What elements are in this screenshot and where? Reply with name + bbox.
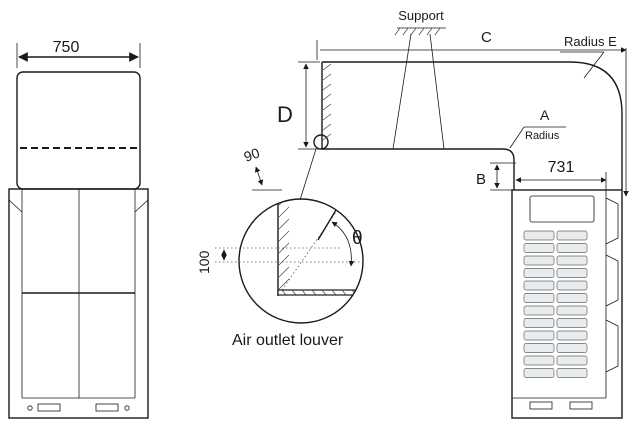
base-bolt <box>27 405 33 411</box>
louver-base-plate <box>277 289 363 296</box>
outlet-duct-hood <box>16 71 141 190</box>
grille-panel <box>556 293 588 303</box>
right-unit-side-view <box>511 189 623 419</box>
dim-90-label: 90 <box>242 144 262 164</box>
coil-grille <box>523 230 588 378</box>
grille-panel <box>556 230 588 241</box>
louver-caption: Air outlet louver <box>232 332 344 349</box>
duct-outer-edge <box>322 61 623 190</box>
base-slot-left <box>529 401 553 410</box>
support-rod-left <box>392 33 412 150</box>
base-slot-left <box>37 403 61 412</box>
grille-panel <box>523 255 555 266</box>
dim-c-label: C <box>481 29 492 46</box>
grille-panel <box>556 255 588 266</box>
louver-base-hatch <box>281 289 357 296</box>
grille-panel <box>556 343 588 353</box>
grille-panel <box>523 368 555 378</box>
side-panel-handles <box>605 197 619 373</box>
base-slot-right <box>569 401 593 410</box>
theta-label: θ <box>352 228 363 249</box>
radius-e-label: Radius E <box>564 34 617 49</box>
grille-panel <box>556 318 588 328</box>
theta-arc <box>331 221 355 267</box>
dim-a-label: A <box>540 107 550 123</box>
grille-panel <box>556 330 588 341</box>
louver-detail: 90 100 θ Air outlet louver <box>196 134 364 349</box>
cabinet-corner-strip <box>8 199 149 213</box>
louver-detail-content <box>277 199 363 296</box>
support-rod-right <box>429 33 445 150</box>
base-slot-right <box>95 403 119 412</box>
louver-blade <box>317 209 337 241</box>
support-hatch <box>394 27 441 36</box>
radius-a-leader <box>509 126 525 149</box>
dim-90-arrow <box>254 166 264 186</box>
grille-panel <box>523 330 555 341</box>
width-731-label: 731 <box>548 159 575 176</box>
louver-detail-circle <box>238 198 364 324</box>
radius-e-leader <box>583 51 605 79</box>
dim-d-label: D <box>277 102 293 127</box>
dim-b-label: B <box>476 171 486 188</box>
grille-panel <box>523 318 555 328</box>
left-unit-cabinet <box>8 188 149 419</box>
detail-leader <box>299 148 317 201</box>
detail-marker-circle <box>313 134 329 150</box>
duct-inner-edge <box>322 148 515 190</box>
radius-a-label: Radius <box>525 130 560 142</box>
width-750-label: 750 <box>53 39 80 56</box>
grille-panel <box>556 355 588 366</box>
grille-panel <box>523 293 555 303</box>
grille-panel <box>556 268 588 278</box>
grille-panel <box>523 305 555 316</box>
grille-panel <box>556 305 588 316</box>
grille-panel <box>523 230 555 241</box>
grille-panel <box>523 280 555 291</box>
louver-wall-hatch <box>278 199 290 290</box>
right-unit-cabinet <box>511 189 623 419</box>
grille-panel <box>523 355 555 366</box>
dim-100-label: 100 <box>196 250 212 274</box>
grille-panel <box>556 368 588 378</box>
grille-panel <box>523 268 555 278</box>
left-unit-front-view: 750 <box>8 39 149 419</box>
grille-panel <box>523 243 555 253</box>
top-vent-panel <box>529 195 595 223</box>
support-label: Support <box>398 8 444 23</box>
grille-panel <box>556 243 588 253</box>
end-wall-hatch <box>322 63 332 141</box>
grille-panel <box>523 343 555 353</box>
grille-panel <box>556 280 588 291</box>
base-bolt <box>124 405 130 411</box>
duct-side-view: Support C Radius E A Radius D B <box>277 8 629 197</box>
